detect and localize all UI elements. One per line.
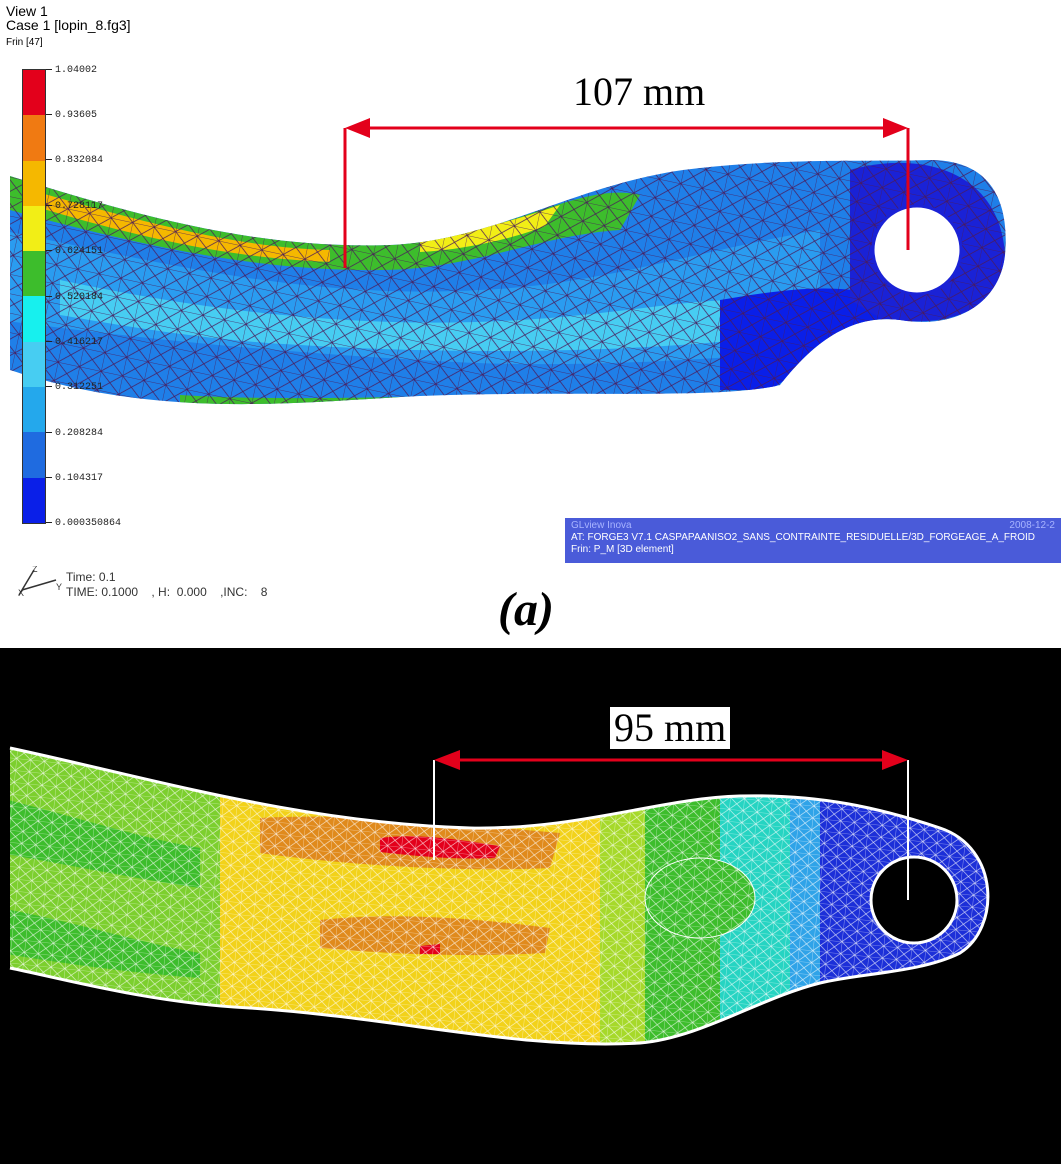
case-title: Case 1 [lopin_8.fg3] xyxy=(6,17,131,33)
panel-label-a: (a) xyxy=(498,583,554,636)
legend-tick: 0.208284 xyxy=(46,428,103,439)
dimension-label-b: 95 mm xyxy=(610,707,731,749)
legend-tick: 0.000350864 xyxy=(46,518,121,529)
fea-view-a xyxy=(10,118,1006,405)
glview-info-box: GLview Inova 2008-12-2 AT: FORGE3 V7.1 C… xyxy=(565,518,1061,563)
legend-swatch xyxy=(23,115,45,161)
legend-tick: 0.312251 xyxy=(46,382,103,393)
axes-triad-icon: Y Z X xyxy=(18,566,62,596)
legend-swatch xyxy=(23,251,45,297)
svg-text:Y: Y xyxy=(56,582,62,592)
legend-tick: 1.04002 xyxy=(46,65,97,76)
dimension-label-a: 107 mm xyxy=(573,69,706,114)
legend-swatch xyxy=(23,387,45,433)
legend-tick: 0.104317 xyxy=(46,473,103,484)
time-label: Time: 0.1 xyxy=(66,570,116,584)
legend-tick: 0.832084 xyxy=(46,155,103,166)
legend-swatch xyxy=(23,205,45,252)
legend-tick: 0.728117 xyxy=(46,201,103,212)
legend-swatch xyxy=(23,341,45,388)
panel-a: View 1 Case 1 [lopin_8.fg3] Frin [47] 1.… xyxy=(0,0,1061,648)
fea-view-b xyxy=(9,746,990,1046)
part-outline-b xyxy=(9,746,990,1046)
dimension-arrow-b xyxy=(433,750,909,900)
legend-tick: 0.520184 xyxy=(46,292,103,303)
info-at-line: AT: FORGE3 V7.1 CASPAPAANISO2_SANS_CONTR… xyxy=(571,532,1036,543)
legend-tick: 0.416217 xyxy=(46,337,103,348)
panel-label-b: (b) xyxy=(482,1101,538,1154)
legend-swatch xyxy=(23,70,45,116)
info-frin-line: Frin: P_M [3D element] xyxy=(571,544,674,555)
legend-swatch xyxy=(23,296,45,342)
legend-title: Frin [47] xyxy=(6,37,43,48)
svg-text:Z: Z xyxy=(32,566,38,574)
legend-tick: 0.93605 xyxy=(46,110,97,121)
legend-swatch xyxy=(23,477,45,523)
legend-swatch xyxy=(23,432,45,478)
color-legend xyxy=(22,69,46,524)
info-app-name: GLview Inova xyxy=(571,520,632,531)
view-title: View 1 xyxy=(6,3,48,19)
dimension-arrow-a xyxy=(343,118,910,268)
panel-b: 95 mm (b) xyxy=(0,648,1061,1164)
hole-b xyxy=(869,855,959,945)
svg-text:X: X xyxy=(18,588,24,596)
hole-a xyxy=(871,204,963,296)
legend-swatch xyxy=(23,160,45,206)
legend-tick: 0.624151 xyxy=(46,246,103,257)
info-date: 2008-12-2 xyxy=(1009,520,1055,531)
time-readout: TIME: 0.1000 , H: 0.000 ,INC: 8 xyxy=(66,585,268,599)
